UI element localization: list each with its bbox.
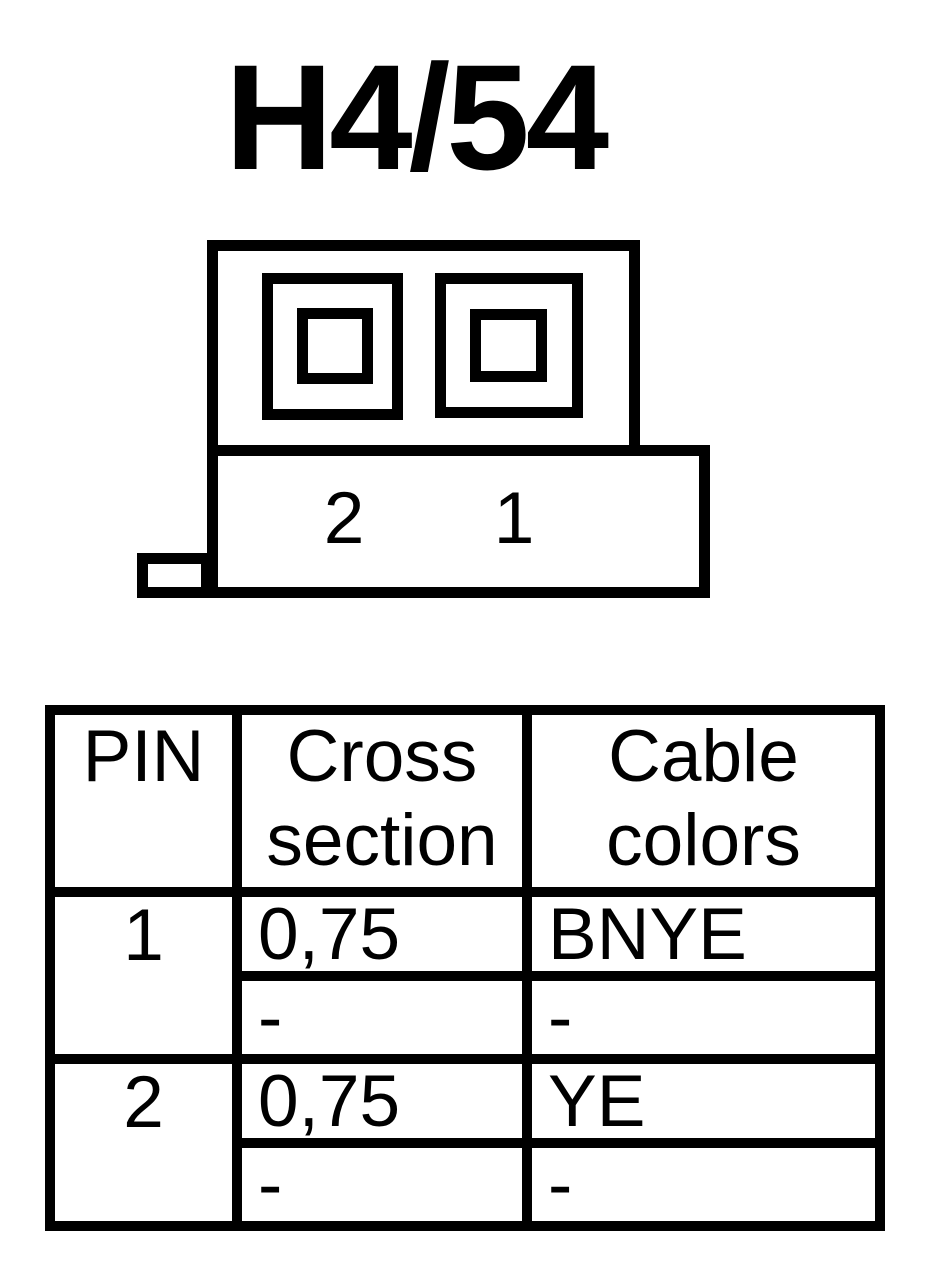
pin-1-slot-inner [470,309,547,382]
connector-mount-tab [137,553,212,598]
pin-2-slot-inner [297,308,373,384]
header-cable-colors: Cable colors [522,705,885,897]
header-pin: PIN [45,705,242,897]
connector-lower-housing [207,445,710,598]
pin-2-number-cell: 2 [45,1054,242,1231]
table-row-pin1-main: 1 0,75 BNYE [45,887,885,1064]
pin-table: PIN Cross section Cable colors 1 0,75 BN… [45,705,885,1231]
pin-1-number-cell: 1 [45,887,242,1064]
pin-1-label: 1 [493,478,535,559]
pin-1-cross-section-extra-cell: - [232,971,532,1064]
pin-2-cross-section-cell: 0,75 [232,1054,532,1148]
pin-2-slot-outer [262,273,403,420]
pin-2-cable-color-cell: YE [522,1054,885,1148]
page-title: H4/54 [224,33,609,201]
table-row-pin1-extra: - - [50,971,885,1064]
table-row-pin2-extra: - - [50,1138,885,1231]
table-row-pin2-main: 2 0,75 YE [45,1054,885,1231]
pin-2-cable-color-extra-cell: - [522,1138,885,1231]
pin-1-cross-section-cell: 0,75 [232,887,532,981]
header-cross-section: Cross section [232,705,532,897]
pin-1-cable-color-cell: BNYE [522,887,885,981]
pin-2-cross-section-extra-cell: - [232,1138,532,1231]
pin-1-cable-color-extra-cell: - [522,971,885,1064]
pin-2-label: 2 [323,478,365,559]
table-header-row: PIN Cross section Cable colors [45,705,885,897]
